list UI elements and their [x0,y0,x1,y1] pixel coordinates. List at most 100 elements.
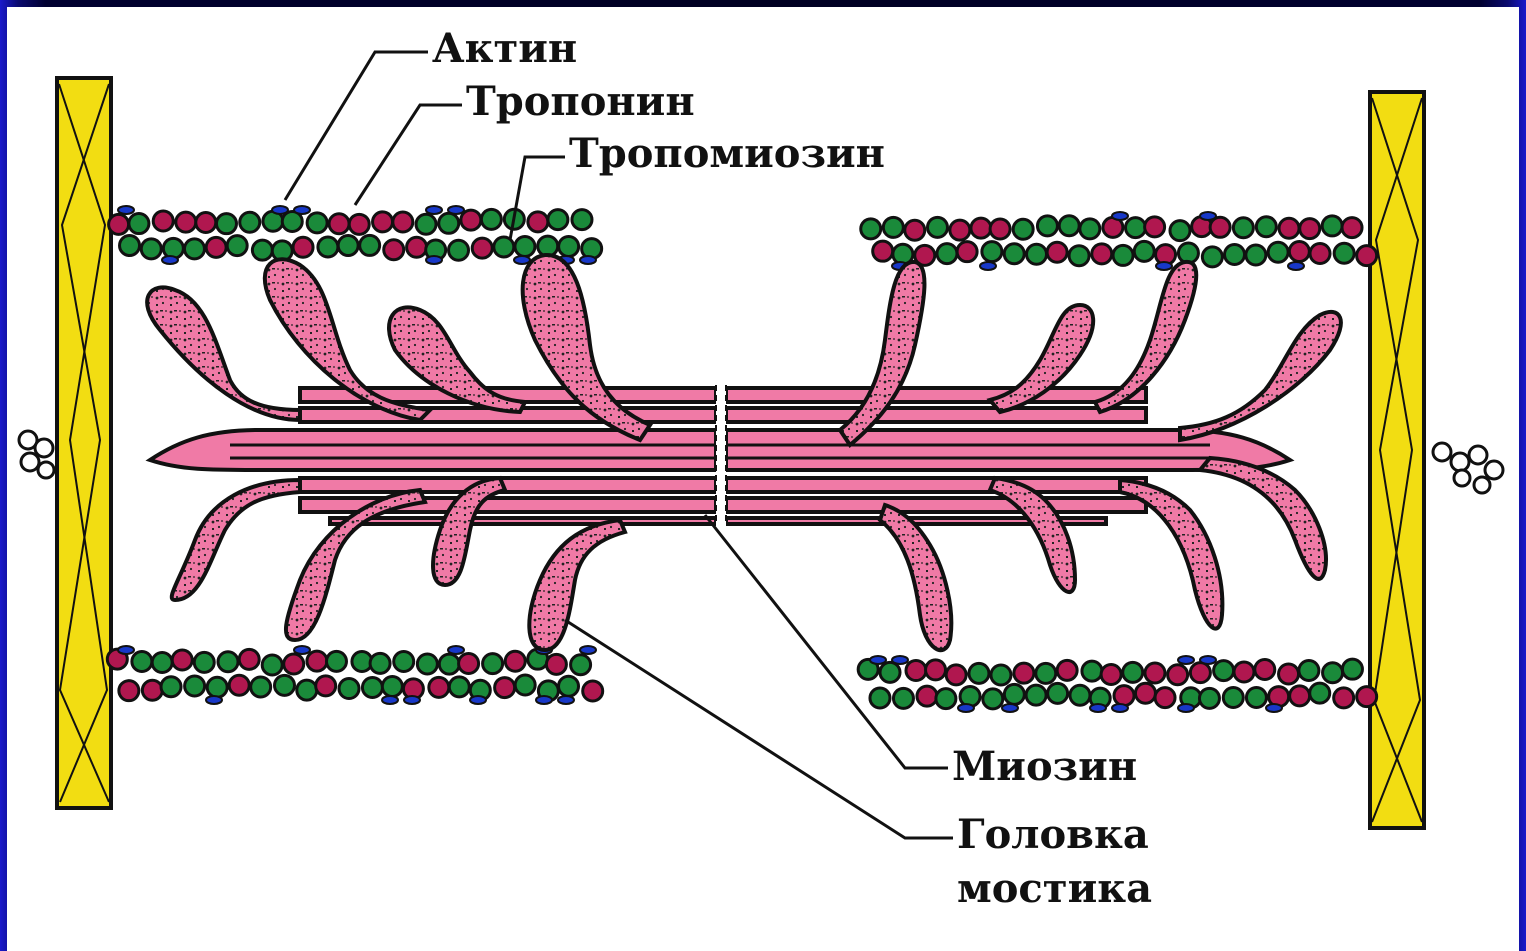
actin-bead [1214,661,1234,681]
troponin-bead [294,646,310,654]
actin-bead [1036,663,1056,683]
actin-bead [1256,217,1276,237]
actin-bead [316,676,336,696]
myosin-head [880,505,951,650]
actin-bead [384,240,404,260]
actin-bead [370,653,390,673]
troponin-bead [580,646,596,654]
actin-bead [360,235,380,255]
actin-bead [1014,663,1034,683]
troponin-bead [1156,262,1172,270]
actin-bead [362,678,382,698]
actin-bead [1113,245,1133,265]
actin-bead [373,212,393,232]
actin-bead [1289,241,1309,261]
actin-bead [459,653,479,673]
troponin-bead [162,256,178,264]
actin-bead [132,652,152,672]
actin-bead [1047,242,1067,262]
actin-bead [905,220,925,240]
myosin-head [433,478,505,585]
actin-bead [1357,687,1377,707]
actin-bead [1027,244,1047,264]
actin-bead [172,650,192,670]
troponin-bead [558,696,574,704]
actin-bead [417,654,437,674]
actin-bead [1310,683,1330,703]
actin-bead [429,677,449,697]
actin-bead [1135,683,1155,703]
actin-bead [883,217,903,237]
troponin-bead [118,206,134,214]
actin-bead [297,680,317,700]
actin-bead [120,236,140,256]
actin-bead [1234,662,1254,682]
troponin-bead [404,696,420,704]
chain-stub-left [19,431,54,478]
label-tropomyosin: Тропомиозин [569,130,885,177]
actin-bead [546,654,566,674]
actin-bead [251,677,271,697]
actin-bead [339,679,359,699]
actin-bead [917,686,937,706]
actin-bead [1170,221,1190,241]
actin-bead [1048,683,1068,703]
actin-bead [1114,686,1134,706]
troponin-bead [580,256,596,264]
troponin-bead [1266,704,1282,712]
actin-bead [461,210,481,230]
actin-bead [394,652,414,672]
actin-bead [184,239,204,259]
actin-bead [559,676,579,696]
actin-bead [1059,216,1079,236]
actin-bead [161,677,181,697]
actin-bead [109,214,129,234]
actin-bead [472,238,492,258]
actin-bead [129,214,149,234]
actin-bead [218,652,238,672]
actin-bead [906,661,926,681]
troponin-bead [514,256,530,264]
actin-bead [1210,217,1230,237]
actin-bead [1279,218,1299,238]
myosin-head [990,478,1075,592]
actin-bead [950,220,970,240]
actin-bead [1199,688,1219,708]
actin-bead [407,237,427,257]
troponin-bead [470,696,486,704]
actin-bead [1057,660,1077,680]
actin-bead [548,210,568,230]
actin-bead [515,237,535,257]
actin-bead [1246,688,1266,708]
actin-bead [393,212,413,232]
chain-stub-right [1433,443,1503,493]
actin-bead [252,240,272,260]
troponin-bead [1112,212,1128,220]
troponin-bead [426,256,442,264]
m-line-gap [716,380,726,530]
actin-bead [307,651,327,671]
actin-bead [983,689,1003,709]
label-myosin: Миозин [952,743,1137,790]
actin-filament-bottom-left [107,646,602,704]
actin-bead [196,213,216,233]
troponin-bead [118,646,134,654]
troponin-bead [958,704,974,712]
troponin-bead [1200,656,1216,664]
actin-bead [152,652,172,672]
actin-bead [326,651,346,671]
actin-bead [1004,684,1024,704]
leader-troponin [355,105,462,205]
actin-bead [1279,664,1299,684]
actin-bead [1026,685,1046,705]
troponin-bead [448,206,464,214]
actin-bead [240,212,260,232]
actin-bead [439,213,459,233]
actin-bead [870,688,890,708]
label-head-line2: мостика [957,865,1152,912]
actin-bead [1299,660,1319,680]
actin-bead [216,214,236,234]
actin-bead [307,213,327,233]
actin-bead [1334,688,1354,708]
diagram-canvas: Актин Тропонин Тропомиозин Миозин Головк… [7,7,1519,951]
